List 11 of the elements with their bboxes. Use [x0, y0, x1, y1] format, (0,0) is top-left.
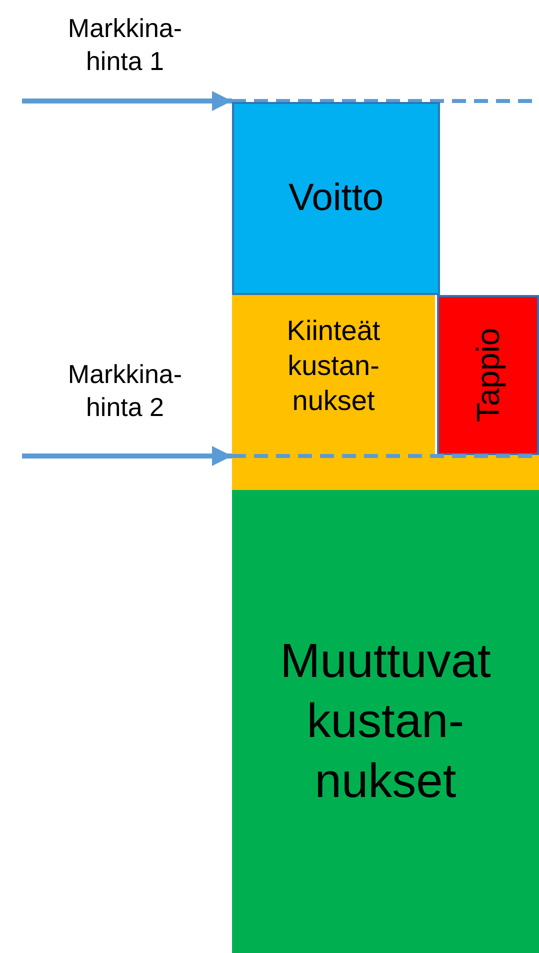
block-label: Kiinteät kustan- nukset [286, 314, 382, 418]
arrow [22, 446, 232, 466]
arrow [22, 91, 232, 111]
profit-block [232, 102, 440, 295]
block-label: Tappio [469, 328, 507, 422]
variable-costs-block [232, 490, 539, 953]
price-label: Markkina- hinta 1 [66, 12, 184, 77]
block-label: Muuttuvat kustan- nukset [279, 634, 492, 810]
loss-block [437, 295, 539, 455]
block-label: Voitto [287, 176, 385, 221]
price-label: Markkina- hinta 2 [66, 358, 184, 423]
